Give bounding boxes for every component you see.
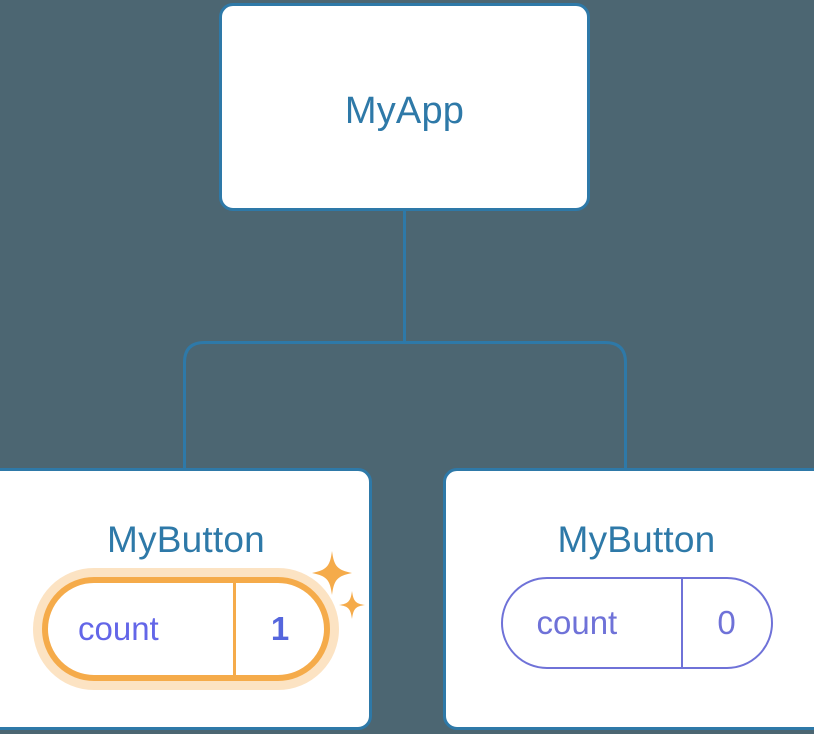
- node-mybutton-left-title: MyButton: [107, 519, 265, 560]
- sparkle-small-icon: [339, 591, 365, 619]
- node-myapp-title: MyApp: [344, 90, 465, 132]
- state-key-left: count: [48, 583, 236, 675]
- state-pill-left[interactable]: count 1: [42, 551, 365, 681]
- state-pill-wrap-right: count 0: [446, 577, 814, 669]
- node-mybutton-left[interactable]: MyButton count 1: [0, 468, 372, 730]
- state-value-left: 1: [270, 610, 290, 647]
- state-key-right: count: [503, 579, 683, 667]
- node-myapp[interactable]: MyApp: [219, 3, 590, 211]
- connector-child-bus: [183, 341, 627, 468]
- node-mybutton-right[interactable]: MyButton count 0: [443, 468, 814, 730]
- state-pill-wrap-left: count 1: [3, 551, 369, 681]
- state-value-right: 0: [717, 604, 736, 641]
- node-mybutton-right-title: MyButton: [557, 519, 716, 560]
- state-pill-right[interactable]: count 0: [500, 577, 773, 669]
